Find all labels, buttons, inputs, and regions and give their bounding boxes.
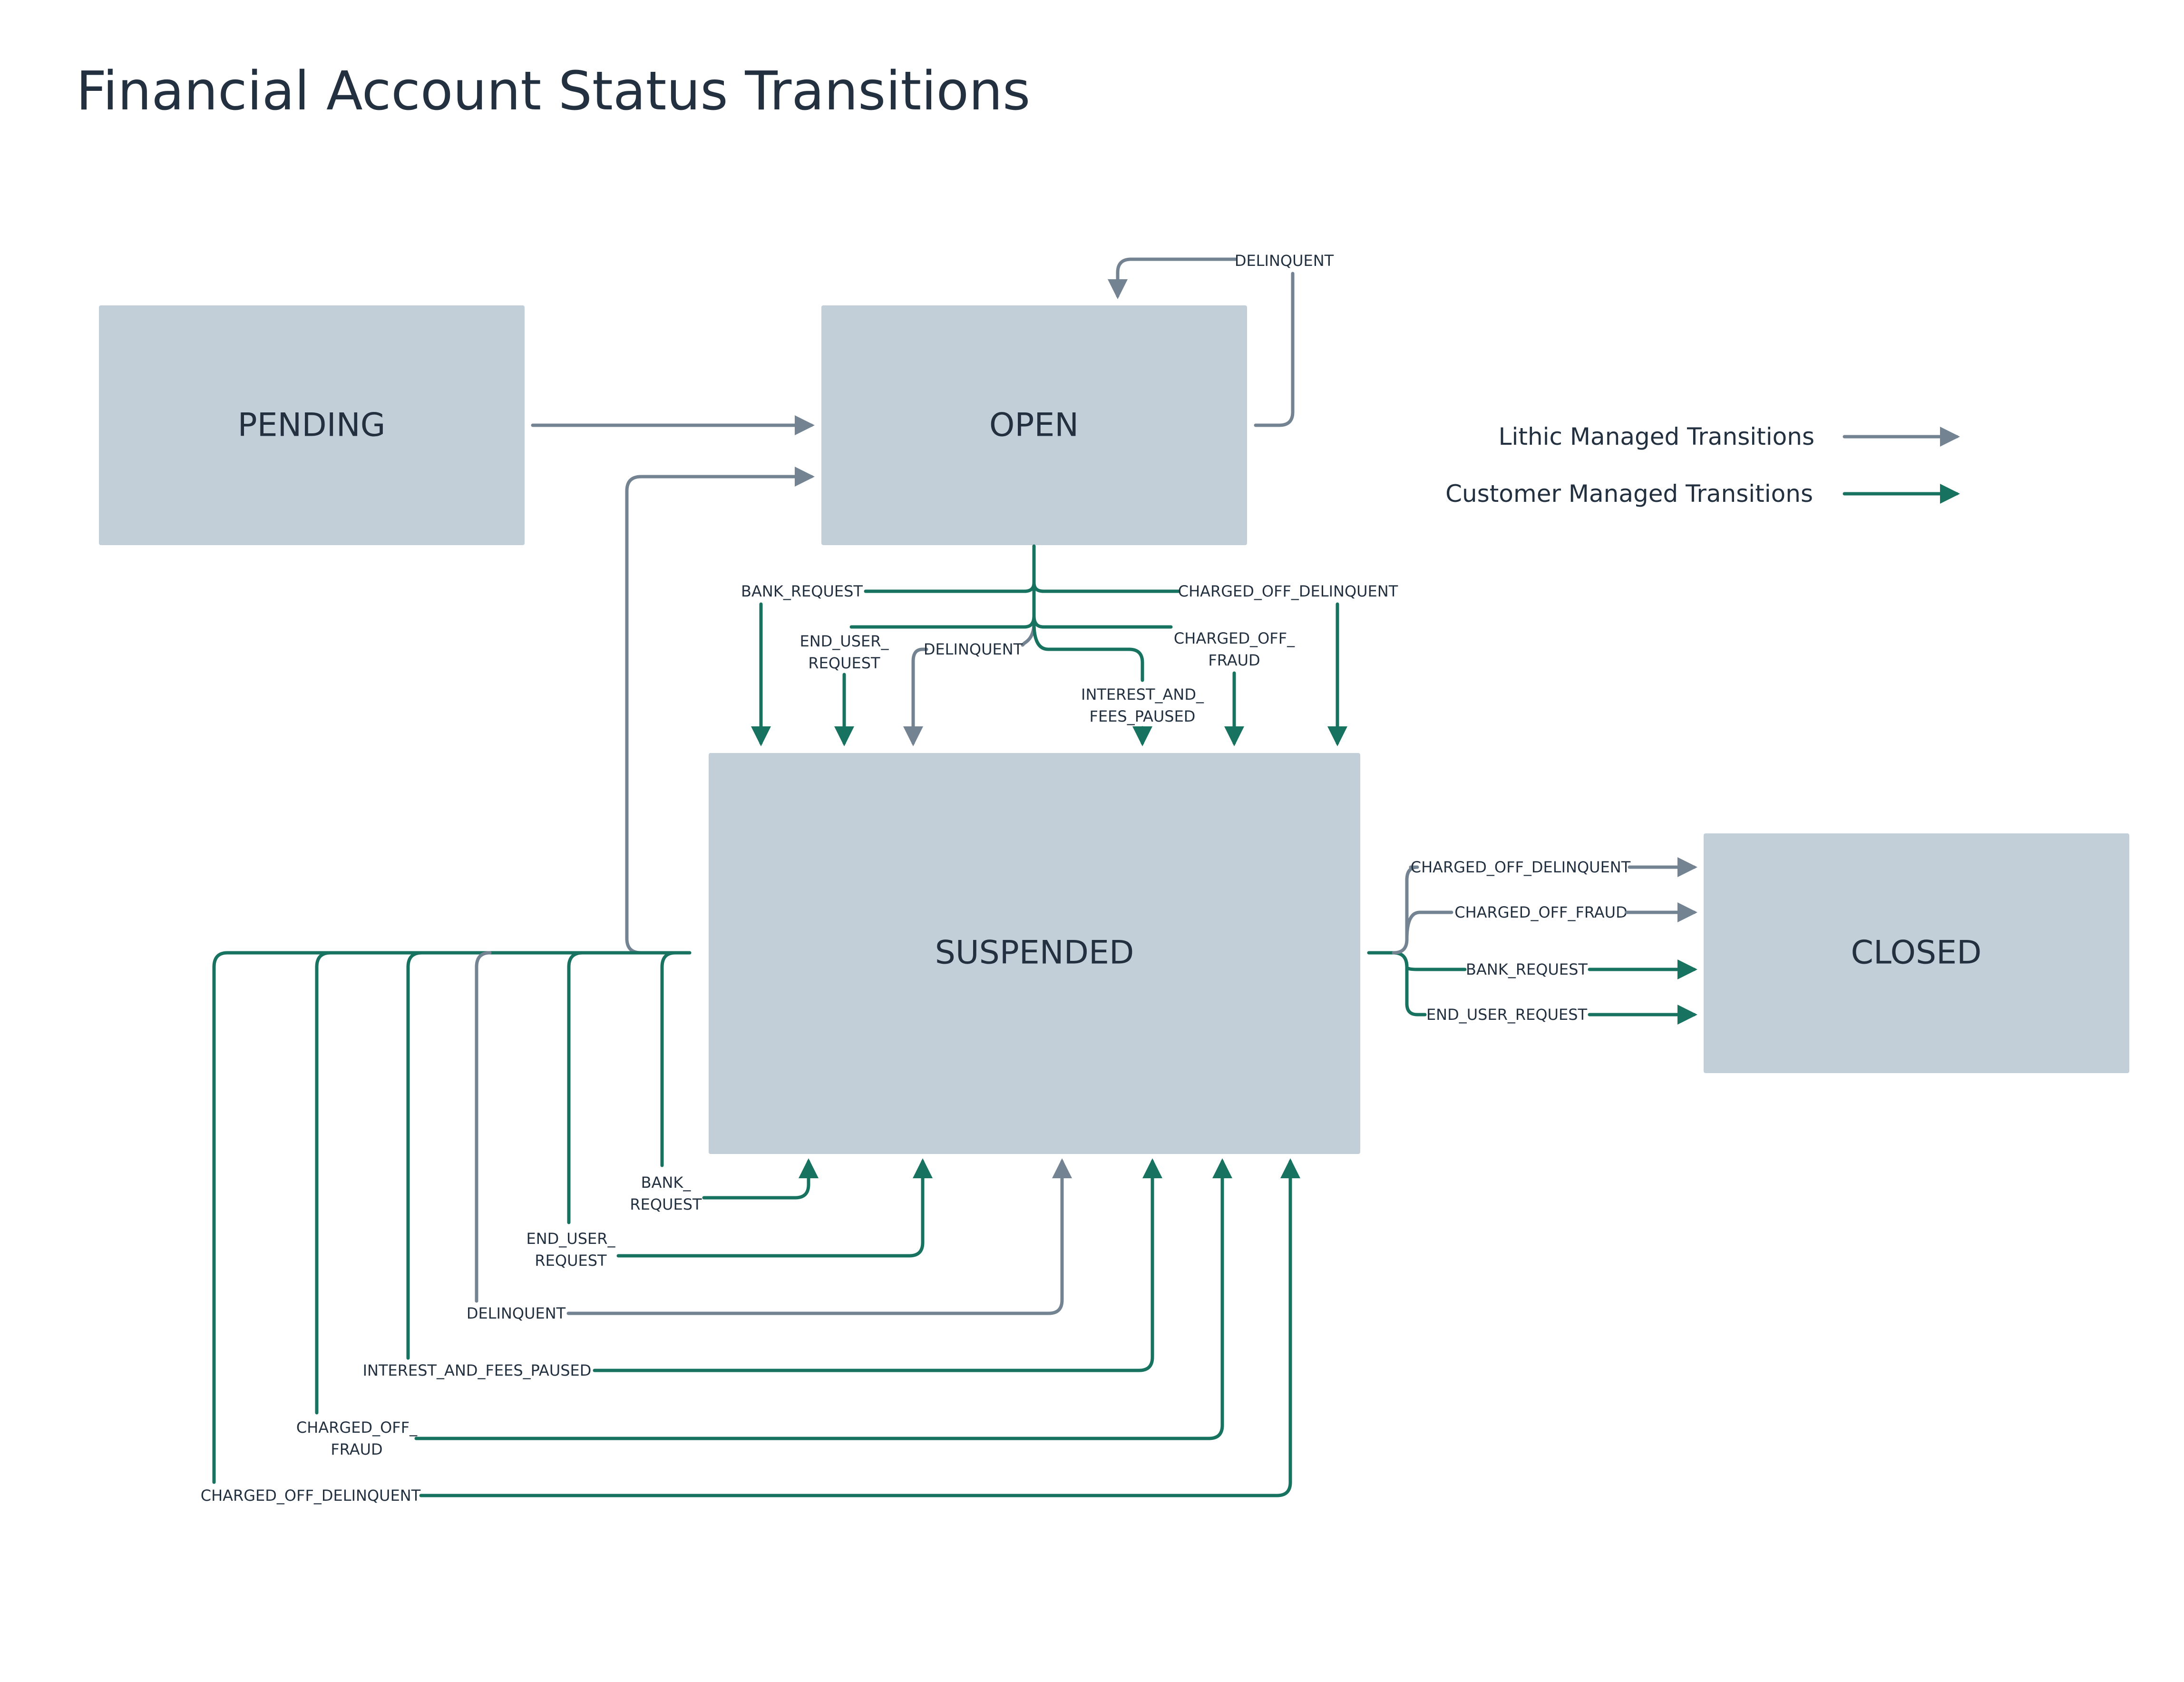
label-susp-closed-charged-off-fraud: CHARGED_OFF_FRAUD (1454, 903, 1627, 921)
label-open-susp-bank-request: BANK_REQUEST (741, 582, 863, 600)
edges-suspended-to-closed: CHARGED_OFF_DELINQUENT CHARGED_OFF_FRAUD… (1367, 857, 1697, 1025)
edge-susp-self-charged-off-fraud (414, 1158, 1232, 1440)
edges-open-to-suspended: BANK_REQUEST END_USER_ REQUEST DELINQUEN… (741, 544, 1398, 746)
edge-susp-self-charged-off-delinquent (419, 1158, 1300, 1497)
label-susp-closed-end-user-request: END_USER_REQUEST (1426, 1006, 1588, 1024)
label-open-susp-charged-off-fraud-2: FRAUD (1208, 651, 1260, 669)
label-susp-self-delinquent: DELINQUENT (467, 1304, 566, 1322)
label-open-susp-charged-off-fraud-1: CHARGED_OFF_ (1174, 629, 1295, 647)
label-susp-self-charged-off-fraud-1: CHARGED_OFF_ (296, 1418, 418, 1437)
legend-customer-label: Customer Managed Transitions (1445, 480, 1813, 508)
edge-susp-self-delinquent (566, 1158, 1072, 1315)
edge-susp-self-end-user-request (616, 1158, 933, 1258)
node-open-label: OPEN (989, 407, 1079, 444)
label-open-susp-charged-off-delinquent: CHARGED_OFF_DELINQUENT (1178, 582, 1398, 600)
page-title: Financial Account Status Transitions (76, 60, 1030, 122)
edge-susp-self-interest-fees-paused (593, 1158, 1162, 1372)
node-closed-label: CLOSED (1851, 934, 1982, 972)
label-open-susp-end-user-request-1: END_USER_ (800, 632, 889, 650)
label-susp-self-bank-request-2: REQUEST (630, 1195, 702, 1213)
label-susp-closed-bank-request: BANK_REQUEST (1466, 960, 1588, 978)
label-susp-self-interest-fees-paused: INTEREST_AND_FEES_PAUSED (363, 1361, 592, 1379)
node-pending[interactable]: PENDING (99, 305, 525, 545)
label-susp-self-end-user-request-2: REQUEST (535, 1252, 607, 1270)
node-pending-label: PENDING (238, 407, 386, 444)
node-open[interactable]: OPEN (821, 305, 1247, 545)
label-susp-self-bank-request-1: BANK_ (641, 1173, 692, 1192)
label-open-susp-end-user-request-2: REQUEST (808, 654, 880, 672)
node-suspended-label: SUSPENDED (935, 934, 1134, 972)
label-susp-self-charged-off-fraud-2: FRAUD (331, 1440, 382, 1458)
label-susp-self-charged-off-delinquent: CHARGED_OFF_DELINQUENT (201, 1486, 421, 1505)
label-susp-self-end-user-request-1: END_USER_ (526, 1230, 616, 1248)
node-closed[interactable]: CLOSED (1704, 833, 2129, 1073)
legend: Lithic Managed Transitions Customer Mana… (1445, 423, 1960, 508)
label-open-susp-interest-fees-paused-2: FEES_PAUSED (1090, 707, 1196, 725)
label-open-susp-delinquent: DELINQUENT (924, 640, 1023, 658)
node-suspended[interactable]: SUSPENDED (709, 753, 1360, 1154)
edges-suspended-self: BANK_ REQUEST END_USER_ REQUEST DELINQUE… (201, 951, 1300, 1505)
edge-susp-self-bank-request (702, 1158, 819, 1200)
legend-lithic-label: Lithic Managed Transitions (1499, 423, 1814, 450)
label-open-self-delinquent: DELINQUENT (1235, 252, 1334, 270)
edge-open-self-delinquent-out (1254, 272, 1295, 427)
edge-open-susp-delinquent (903, 647, 928, 746)
edge-open-self-delinquent-in (1108, 257, 1238, 299)
label-susp-closed-charged-off-delinquent: CHARGED_OFF_DELINQUENT (1411, 858, 1631, 876)
label-open-susp-interest-fees-paused-1: INTEREST_AND_ (1081, 685, 1204, 704)
